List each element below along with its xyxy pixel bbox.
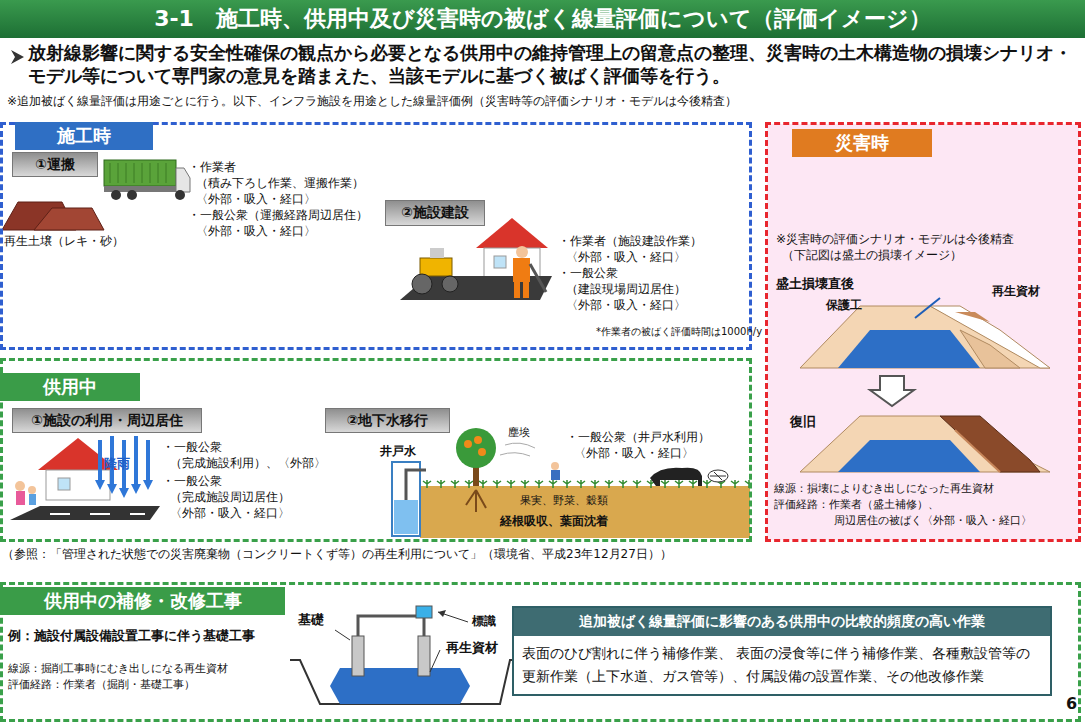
page-number: 6 — [1066, 694, 1077, 714]
label-text: 〈外部・吸入・経口〉 — [566, 298, 686, 313]
label-text: 降雨 — [104, 456, 130, 472]
label-text: 盛土損壊直後 — [776, 276, 854, 292]
flow-arrow — [870, 376, 914, 406]
label-text: 塵埃 — [508, 426, 530, 440]
title-text: 3-1 施工時、供用中及び災害時の被ばく線量評価について（評価イメージ） — [154, 4, 931, 34]
label-text: ・一般公衆 — [162, 440, 222, 455]
soil-pile — [34, 208, 104, 230]
region-tab: 供用中 — [0, 373, 140, 401]
label-box: ②施設建設 — [385, 200, 485, 226]
box-text: ①運搬 — [35, 156, 75, 174]
region-tab: 供用中の補修・改修工事 — [0, 587, 285, 615]
house-rain — [10, 436, 160, 520]
truck — [104, 160, 190, 200]
label-text: 経根吸収、葉面沈着 — [500, 514, 608, 529]
label-text: 基礎 — [298, 612, 324, 628]
label-text: （完成施設周辺居住） — [170, 490, 290, 505]
box-text: ②施設建設 — [401, 204, 469, 222]
embankment-restored — [800, 416, 1050, 472]
label-text: ・一般公衆 — [558, 266, 618, 281]
table-body: 表面のひび割れに伴う補修作業、 表面の浸食等に伴う補修作業、各種敷設管等の更新作… — [514, 636, 1050, 694]
label-text: ・一般公衆（井戸水利用） — [566, 430, 710, 445]
label-text: 線源：損壊によりむき出しになった再生資材 — [774, 482, 994, 496]
region-ground — [767, 124, 1079, 540]
region-tab: 災害時 — [792, 129, 932, 157]
label-text: 〈外部・吸入・経口〉 — [196, 224, 316, 239]
label-text: 〈外部・吸入・経口〉 — [170, 506, 290, 521]
label-text: 評価経路：作業者（盛土補修）、 — [774, 498, 939, 512]
label-text: 標識 — [472, 614, 496, 629]
label-text: 〈外部・吸入・経口〉 — [574, 446, 694, 461]
label-text: 〈外部・吸入・経口〉 — [196, 192, 316, 207]
label-text: ・作業者（施設建設作業） — [558, 234, 702, 249]
bullet-mark — [11, 50, 24, 64]
embankment-damaged — [800, 298, 1050, 368]
label-text: 再生資材 — [992, 284, 1040, 299]
label-text: 保護工 — [826, 298, 862, 313]
house — [476, 218, 548, 278]
label-text: 放射線影響に関する安全性確保の観点から必要となる供用中の維持管理上の留意点の整理… — [28, 42, 1080, 87]
label-text: ・作業者 — [188, 160, 236, 175]
label-text: 評価経路：作業者（掘削・基礎工事） — [8, 678, 195, 692]
label-box: ②地下水移行 — [325, 408, 450, 433]
box-text: ①施設の利用・周辺居住 — [31, 412, 183, 430]
label-text: ・一般公衆 — [162, 474, 222, 489]
label-box: ①施設の利用・周辺居住 — [12, 408, 202, 433]
foundation-drawing — [290, 606, 520, 704]
groundwater-scene — [392, 428, 750, 538]
label-text: （完成施設利用）、〈外部〉 — [170, 456, 326, 471]
worker — [513, 246, 546, 298]
box-text: ②地下水移行 — [347, 412, 429, 430]
label-text: ※追加被ばく線量評価は用途ごとに行う。以下、インフラ施設を用途とした線量評価例（… — [7, 94, 1082, 109]
label-box: ①運搬 — [12, 152, 98, 177]
label-text: 再生資材 — [446, 640, 498, 656]
region-frame: 災害時 — [765, 122, 1081, 542]
label-text: *作業者の被ばく評価時間は1000h/y — [596, 326, 762, 339]
label-text: 周辺居住の被ばく〈外部・吸入・経口〉 — [834, 514, 1032, 528]
label-text: 復旧 — [790, 414, 816, 430]
label-text: （参照：「管理された状態での災害廃棄物（コンクリートくず等）の再生利用について」… — [2, 547, 672, 562]
region-frame: 供用中の補修・改修工事追加被ばく線量評価に影響のある供用中の比較的頻度の高い作業… — [0, 582, 1081, 722]
table-box: 追加被ばく線量評価に影響のある供用中の比較的頻度の高い作業表面のひび割れに伴う補… — [512, 606, 1052, 696]
table-header: 追加被ばく線量評価に影響のある供用中の比較的頻度の高い作業 — [514, 608, 1050, 636]
label-text: （建設現場周辺居住） — [566, 282, 686, 297]
label-text: 再生土壌（レキ・砂） — [4, 234, 124, 249]
label-text: 果実、野菜、穀類 — [520, 494, 608, 508]
title-bar: 3-1 施工時、供用中及び災害時の被ばく線量評価について（評価イメージ） — [0, 0, 1085, 38]
label-text: （積み下ろし作業、運搬作業） — [196, 176, 364, 191]
label-text: 井戸水 — [380, 444, 416, 459]
label-text: ※災害時の評価シナリオ・モデルは今後精査 — [776, 232, 1014, 247]
region-tab: 施工時 — [15, 122, 153, 150]
label-text: （下記図は盛土の損壊イメージ） — [782, 248, 962, 263]
label-text: 〈外部・吸入・経口〉 — [566, 250, 686, 265]
label-text: 線源：掘削工事時にむき出しになる再生資材 — [8, 662, 228, 676]
label-text: ・一般公衆（運搬経路周辺居住） — [188, 208, 368, 223]
label-text: 例：施設付属設備設置工事に伴う基礎工事 — [8, 628, 255, 644]
road-roller — [412, 248, 458, 294]
